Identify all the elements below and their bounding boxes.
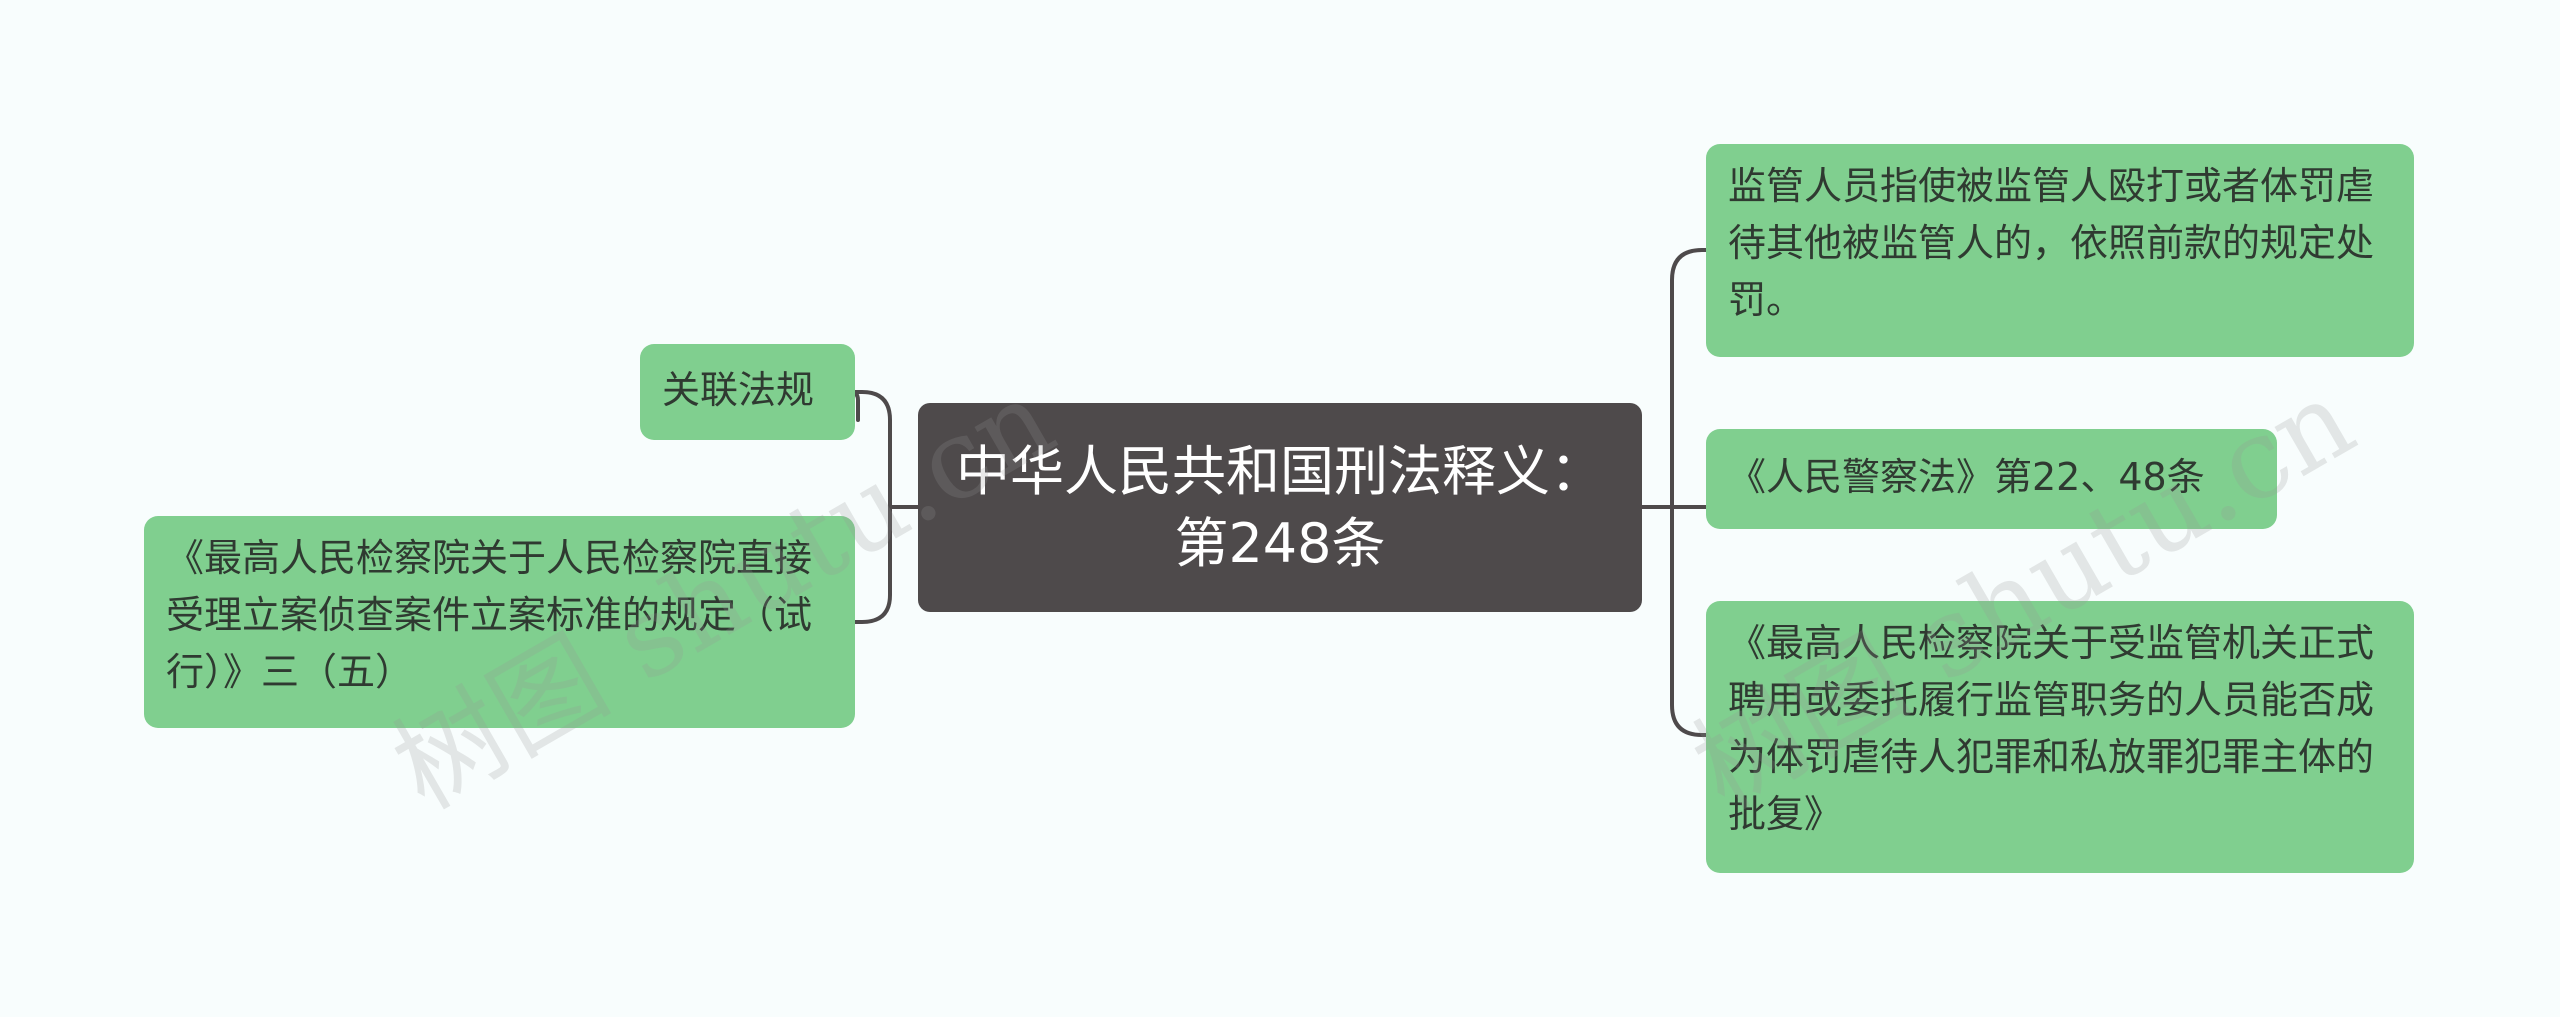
- right-node-article-text-label: 监管人员指使被监管人殴打或者体罚虐待其他被监管人的，依照前款的规定处罚。: [1728, 164, 2375, 322]
- left-node-related-laws[interactable]: 关联法规: [640, 344, 855, 440]
- left-node-procuratorate-rule[interactable]: 《最高人民检察院关于人民检察院直接受理立案侦查案件立案标准的规定（试行）》三（五…: [144, 516, 855, 728]
- connector-right-1: [1670, 248, 1708, 509]
- right-node-police-law-label: 《人民警察法》第22、48条: [1728, 455, 2205, 499]
- right-node-article-text[interactable]: 监管人员指使被监管人殴打或者体罚虐待其他被监管人的，依照前款的规定处罚。: [1706, 144, 2414, 357]
- left-node-related-laws-label: 关联法规: [662, 368, 815, 412]
- right-node-police-law[interactable]: 《人民警察法》第22、48条: [1706, 429, 2277, 529]
- root-node[interactable]: 中华人民共和国刑法释义：第248条: [918, 403, 1642, 612]
- connector-left-2: [853, 505, 892, 624]
- connector-right-3: [1670, 505, 1708, 737]
- root-node-label: 中华人民共和国刑法释义：第248条: [956, 439, 1604, 575]
- right-node-procuratorate-reply-label: 《最高人民检察院关于受监管机关正式聘用或委托履行监管职务的人员能否成为体罚虐待人…: [1728, 621, 2375, 836]
- left-node-procuratorate-rule-label: 《最高人民检察院关于人民检察院直接受理立案侦查案件立案标准的规定（试行）》三（五…: [166, 536, 813, 694]
- right-node-procuratorate-reply[interactable]: 《最高人民检察院关于受监管机关正式聘用或委托履行监管职务的人员能否成为体罚虐待人…: [1706, 601, 2414, 873]
- connector-left-1: [848, 390, 892, 509]
